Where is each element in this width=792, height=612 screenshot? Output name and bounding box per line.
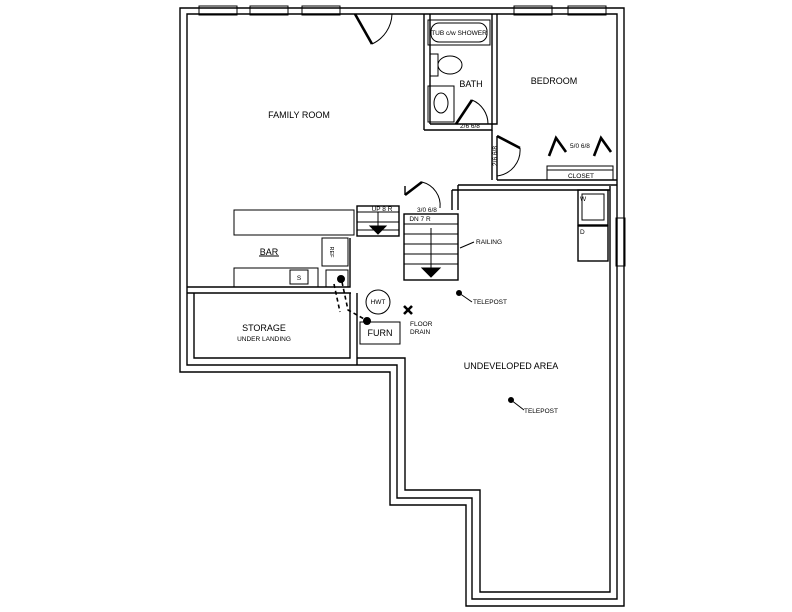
- entry-door[interactable]: [353, 13, 393, 45]
- closet: [546, 135, 614, 181]
- vent-duct: [333, 281, 367, 321]
- floor-drain-label: FLOOR: [410, 321, 433, 328]
- room-label-family: FAMILY ROOM: [268, 110, 330, 120]
- undeveloped-wall-inner: [357, 186, 611, 593]
- washer: [577, 189, 609, 226]
- storage-walls: [193, 293, 358, 365]
- telepost-icon: [508, 397, 525, 411]
- vanity-fixture: [427, 85, 455, 123]
- floor-drain-symbol: [403, 305, 413, 315]
- railing-leader: [459, 241, 475, 249]
- washer-label: W: [580, 196, 587, 203]
- furn-label: FURN: [368, 328, 393, 338]
- room-sublabel-storage: UNDER LANDING: [237, 336, 291, 343]
- exterior-wall-outer: [179, 7, 625, 607]
- stairs-down-label: DN 7 R: [409, 216, 431, 223]
- closet-label: CLOSET: [568, 173, 594, 180]
- bar-counter: [233, 209, 355, 288]
- room-label-undeveloped: UNDEVELOPED AREA: [464, 361, 559, 371]
- dryer: [577, 225, 609, 262]
- stair-hall-walls: [404, 184, 610, 210]
- hwt-tank: [365, 289, 391, 315]
- telepost-icon: [456, 290, 473, 303]
- tub-label: TUB c/w SHOWER: [431, 30, 487, 37]
- bath-door-label: 2/6 6/8: [460, 123, 480, 130]
- tub-fixture: [427, 19, 491, 46]
- hwt-label: HWT: [371, 299, 386, 306]
- telepost-label: TELEPOST: [524, 408, 558, 415]
- room-label-bedroom: BEDROOM: [531, 76, 578, 86]
- bath-door[interactable]: [454, 99, 489, 125]
- room-label-bath: BATH: [459, 79, 482, 89]
- window-right: [615, 217, 626, 267]
- toilet-fixture: [429, 53, 463, 77]
- room-label-bar: BAR: [260, 247, 279, 257]
- washer-lid: [581, 193, 605, 221]
- stair-door-label: 3/0 6/8: [417, 207, 437, 214]
- stairs-down[interactable]: [403, 213, 459, 281]
- telepost-label: TELEPOST: [473, 299, 507, 306]
- bedroom-door-label: 2/6 6/8: [492, 146, 499, 166]
- family-room-east-wall: [423, 14, 431, 130]
- floor-drain-label-2: DRAIN: [410, 329, 431, 336]
- bedroom-door[interactable]: [496, 134, 521, 177]
- railing-label: RAILING: [476, 239, 502, 246]
- exterior-wall-inner: [186, 13, 618, 600]
- bedroom-walls: [491, 130, 617, 186]
- closet-door-label: 5/0 6/8: [570, 143, 590, 150]
- stairs-up-label: UP 8 R: [372, 206, 393, 213]
- furnace: [359, 321, 401, 345]
- window-group-top: [198, 5, 607, 16]
- dryer-label: D: [580, 229, 585, 236]
- sink-label: S: [297, 275, 302, 282]
- room-label-storage: STORAGE: [242, 323, 286, 333]
- stairs-up[interactable]: [356, 205, 400, 237]
- stair-door[interactable]: [404, 180, 441, 209]
- ref-label: REF: [328, 247, 334, 259]
- furnace-flue: [363, 317, 371, 325]
